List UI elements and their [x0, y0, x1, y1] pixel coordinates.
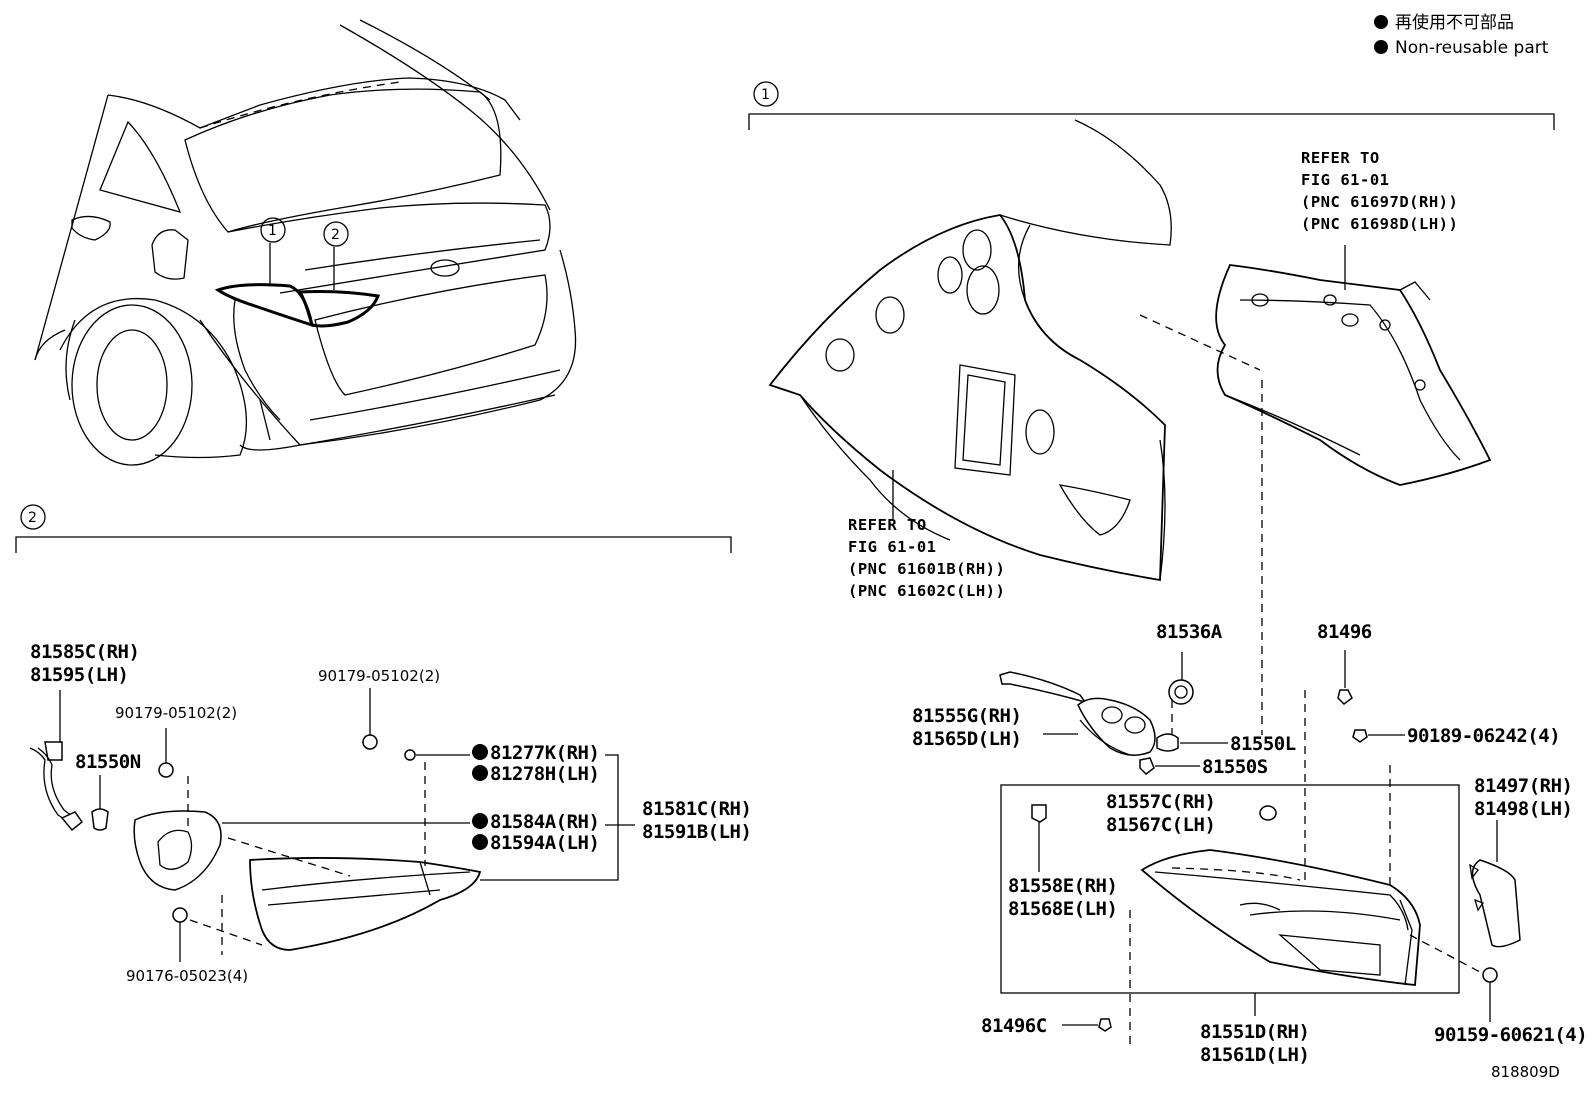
non-reusable-bullet-icon: [472, 834, 488, 850]
label-81497-rh: 81497(RH): [1474, 775, 1572, 797]
label-90176: 90176-05023(4): [126, 967, 248, 985]
label-81498-lh: 81498(LH): [1474, 798, 1572, 820]
bulb-81550N: [91, 775, 109, 831]
label-90179-a: 90179-05102(2): [115, 704, 237, 722]
non-reusable-bullet-icon: [1374, 15, 1388, 29]
refer-right-line-3: (PNC 61697D(RH)): [1301, 193, 1458, 211]
refer-right-line-4: (PNC 61698D(LH)): [1301, 215, 1458, 233]
lamp-assembly-box: [1000, 784, 1460, 994]
nut-90179-a: [158, 728, 174, 778]
wire-harness-81555G: [999, 671, 1156, 756]
label-81496: 81496: [1317, 621, 1372, 643]
legend: 再使用不可部品 Non-reusable part: [1374, 12, 1549, 58]
clip-81496C: [1062, 1018, 1112, 1032]
bracket-81497: [1469, 820, 1521, 948]
section-1-header: 1: [748, 81, 1555, 130]
section-2-number: 2: [28, 510, 37, 526]
inner-lamp-outline: [297, 290, 381, 328]
label-90159: 90159-60621(4): [1434, 1024, 1587, 1046]
label-81550S: 81550S: [1202, 756, 1268, 778]
screw-90189: [1352, 729, 1405, 743]
cover-81557C: [1259, 805, 1277, 821]
legend-jp: 再使用不可部品: [1395, 12, 1514, 33]
label-81496C: 81496C: [981, 1015, 1047, 1037]
refer-right-line-2: FIG 61-01: [1301, 171, 1390, 189]
non-reusable-bullet-icon: [472, 813, 488, 829]
label-81536A: 81536A: [1156, 621, 1223, 643]
quarter-panel-inner: [768, 119, 1172, 582]
label-81594A-lh: 81594A(LH): [490, 832, 599, 854]
gasket-81277K: [404, 749, 470, 761]
section-1-callout-icon: [753, 81, 779, 107]
callout-2-label: 2: [331, 227, 340, 243]
label-81585C-rh: 81585C(RH): [30, 641, 139, 663]
legend-en: Non-reusable part: [1395, 38, 1549, 58]
label-81581C-rh: 81581C(RH): [642, 798, 751, 820]
label-81565D-lh: 81565D(LH): [912, 728, 1021, 750]
label-90179-b: 90179-05102(2): [318, 667, 440, 685]
non-reusable-bullet-icon: [1374, 40, 1388, 54]
refer-left-line-4: (PNC 61602C(LH)): [848, 582, 1005, 600]
label-81584A-rh: 81584A(RH): [490, 811, 599, 833]
label-81591B-lh: 81591B(LH): [642, 821, 751, 843]
refer-left-line-1: REFER TO: [848, 516, 927, 534]
refer-left-line-2: FIG 61-01: [848, 538, 937, 556]
refer-right-line-1: REFER TO: [1301, 149, 1380, 167]
non-reusable-bullet-icon: [472, 744, 488, 760]
callout-2-icon: [323, 221, 349, 247]
bulb-81550S: [1139, 757, 1200, 775]
quarter-extension-panel: [1215, 245, 1492, 486]
socket-81558E: [1031, 804, 1047, 872]
label-81550N: 81550N: [75, 751, 141, 773]
refer-left-line-3: (PNC 61601B(RH)): [848, 560, 1005, 578]
label-81551D-rh: 81551D(RH): [1200, 1021, 1309, 1043]
label-81555G-rh: 81555G(RH): [912, 705, 1021, 727]
screw-90176: [172, 907, 188, 962]
inner-lamp-81581C: [249, 857, 482, 951]
gasket-81584A: [133, 810, 470, 891]
clip-81496: [1337, 650, 1353, 705]
label-81567C-lh: 81567C(LH): [1106, 814, 1215, 836]
vehicle-overview: 1 2: [34, 19, 577, 466]
non-reusable-bullet-icon: [472, 765, 488, 781]
wire-socket-81585C: [29, 690, 84, 832]
label-81561D-lh: 81561D(LH): [1200, 1044, 1309, 1066]
section-2-header: 2: [15, 504, 732, 553]
section-1-number: 1: [761, 87, 770, 103]
socket-81536A: [1168, 652, 1194, 705]
rear-combination-lamp-81551D: [1140, 849, 1421, 986]
label-81277K-rh: 81277K(RH): [490, 742, 599, 764]
section-2-callout-icon: [20, 504, 46, 530]
label-81550L: 81550L: [1230, 733, 1296, 755]
label-81568E-lh: 81568E(LH): [1008, 898, 1117, 920]
callout-1-label: 1: [268, 223, 277, 239]
callout-1-icon: [260, 217, 286, 243]
label-81595-lh: 81595(LH): [30, 664, 128, 686]
screw-90159: [1482, 967, 1498, 1022]
label-81278H-lh: 81278H(LH): [490, 763, 599, 785]
figure-code: 818809D: [1491, 1063, 1560, 1081]
label-90189: 90189-06242(4): [1407, 725, 1560, 747]
nut-90179-b: [362, 688, 378, 750]
bulb-81550L: [1156, 733, 1228, 752]
label-81558E-rh: 81558E(RH): [1008, 875, 1117, 897]
label-81557C-rh: 81557C(RH): [1106, 791, 1215, 813]
